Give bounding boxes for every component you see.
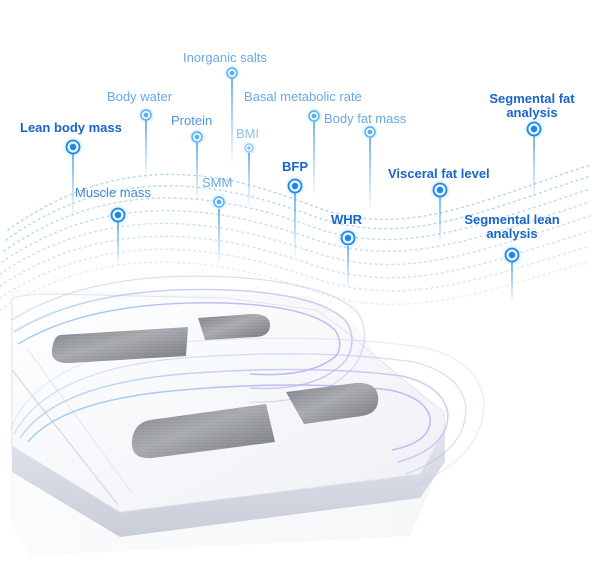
node-lean-body-mass xyxy=(62,136,84,158)
label-basal-metabolic-rate: Basal metabolic rate xyxy=(244,89,362,104)
node-body-fat-mass xyxy=(361,123,379,141)
node-segmental-fat-analysis xyxy=(523,118,545,140)
label-muscle-mass: Muscle mass xyxy=(75,185,151,200)
label-body-fat-mass: Body fat mass xyxy=(324,111,407,126)
node-basal-metabolic-rate xyxy=(305,107,323,125)
connector-stems xyxy=(72,78,535,302)
node-bfp xyxy=(284,175,306,197)
label-smm: SMM xyxy=(202,175,233,190)
node-inorganic-salts xyxy=(223,64,241,82)
label-bmi: BMI xyxy=(236,126,260,141)
node-body-water xyxy=(137,106,155,124)
label-protein: Protein xyxy=(171,113,213,128)
electrode-pads xyxy=(51,314,379,459)
node-segmental-lean-analysis xyxy=(501,244,523,266)
node-whr xyxy=(337,227,359,249)
label-segmental-fat-analysis: Segmental fat analysis xyxy=(489,91,575,120)
label-inorganic-salts: Inorganic salts xyxy=(183,50,267,65)
dotted-wave-field xyxy=(0,164,591,311)
label-lean-body-mass: Lean body mass xyxy=(20,120,122,135)
node-protein xyxy=(188,128,206,146)
label-bfp: BFP xyxy=(282,159,308,174)
node-visceral-fat-level xyxy=(429,179,451,201)
label-whr: WHR xyxy=(331,212,363,227)
metric-nodes xyxy=(62,64,545,266)
label-visceral-fat-level: Visceral fat level xyxy=(388,166,490,181)
label-segmental-lean-analysis: Segmental lean analysis xyxy=(464,212,560,241)
node-smm xyxy=(210,193,228,211)
node-muscle-mass xyxy=(107,204,129,226)
node-bmi xyxy=(242,141,256,155)
smart-scale xyxy=(9,275,485,556)
scale-front-face xyxy=(12,430,445,537)
label-body-water: Body water xyxy=(107,89,173,104)
